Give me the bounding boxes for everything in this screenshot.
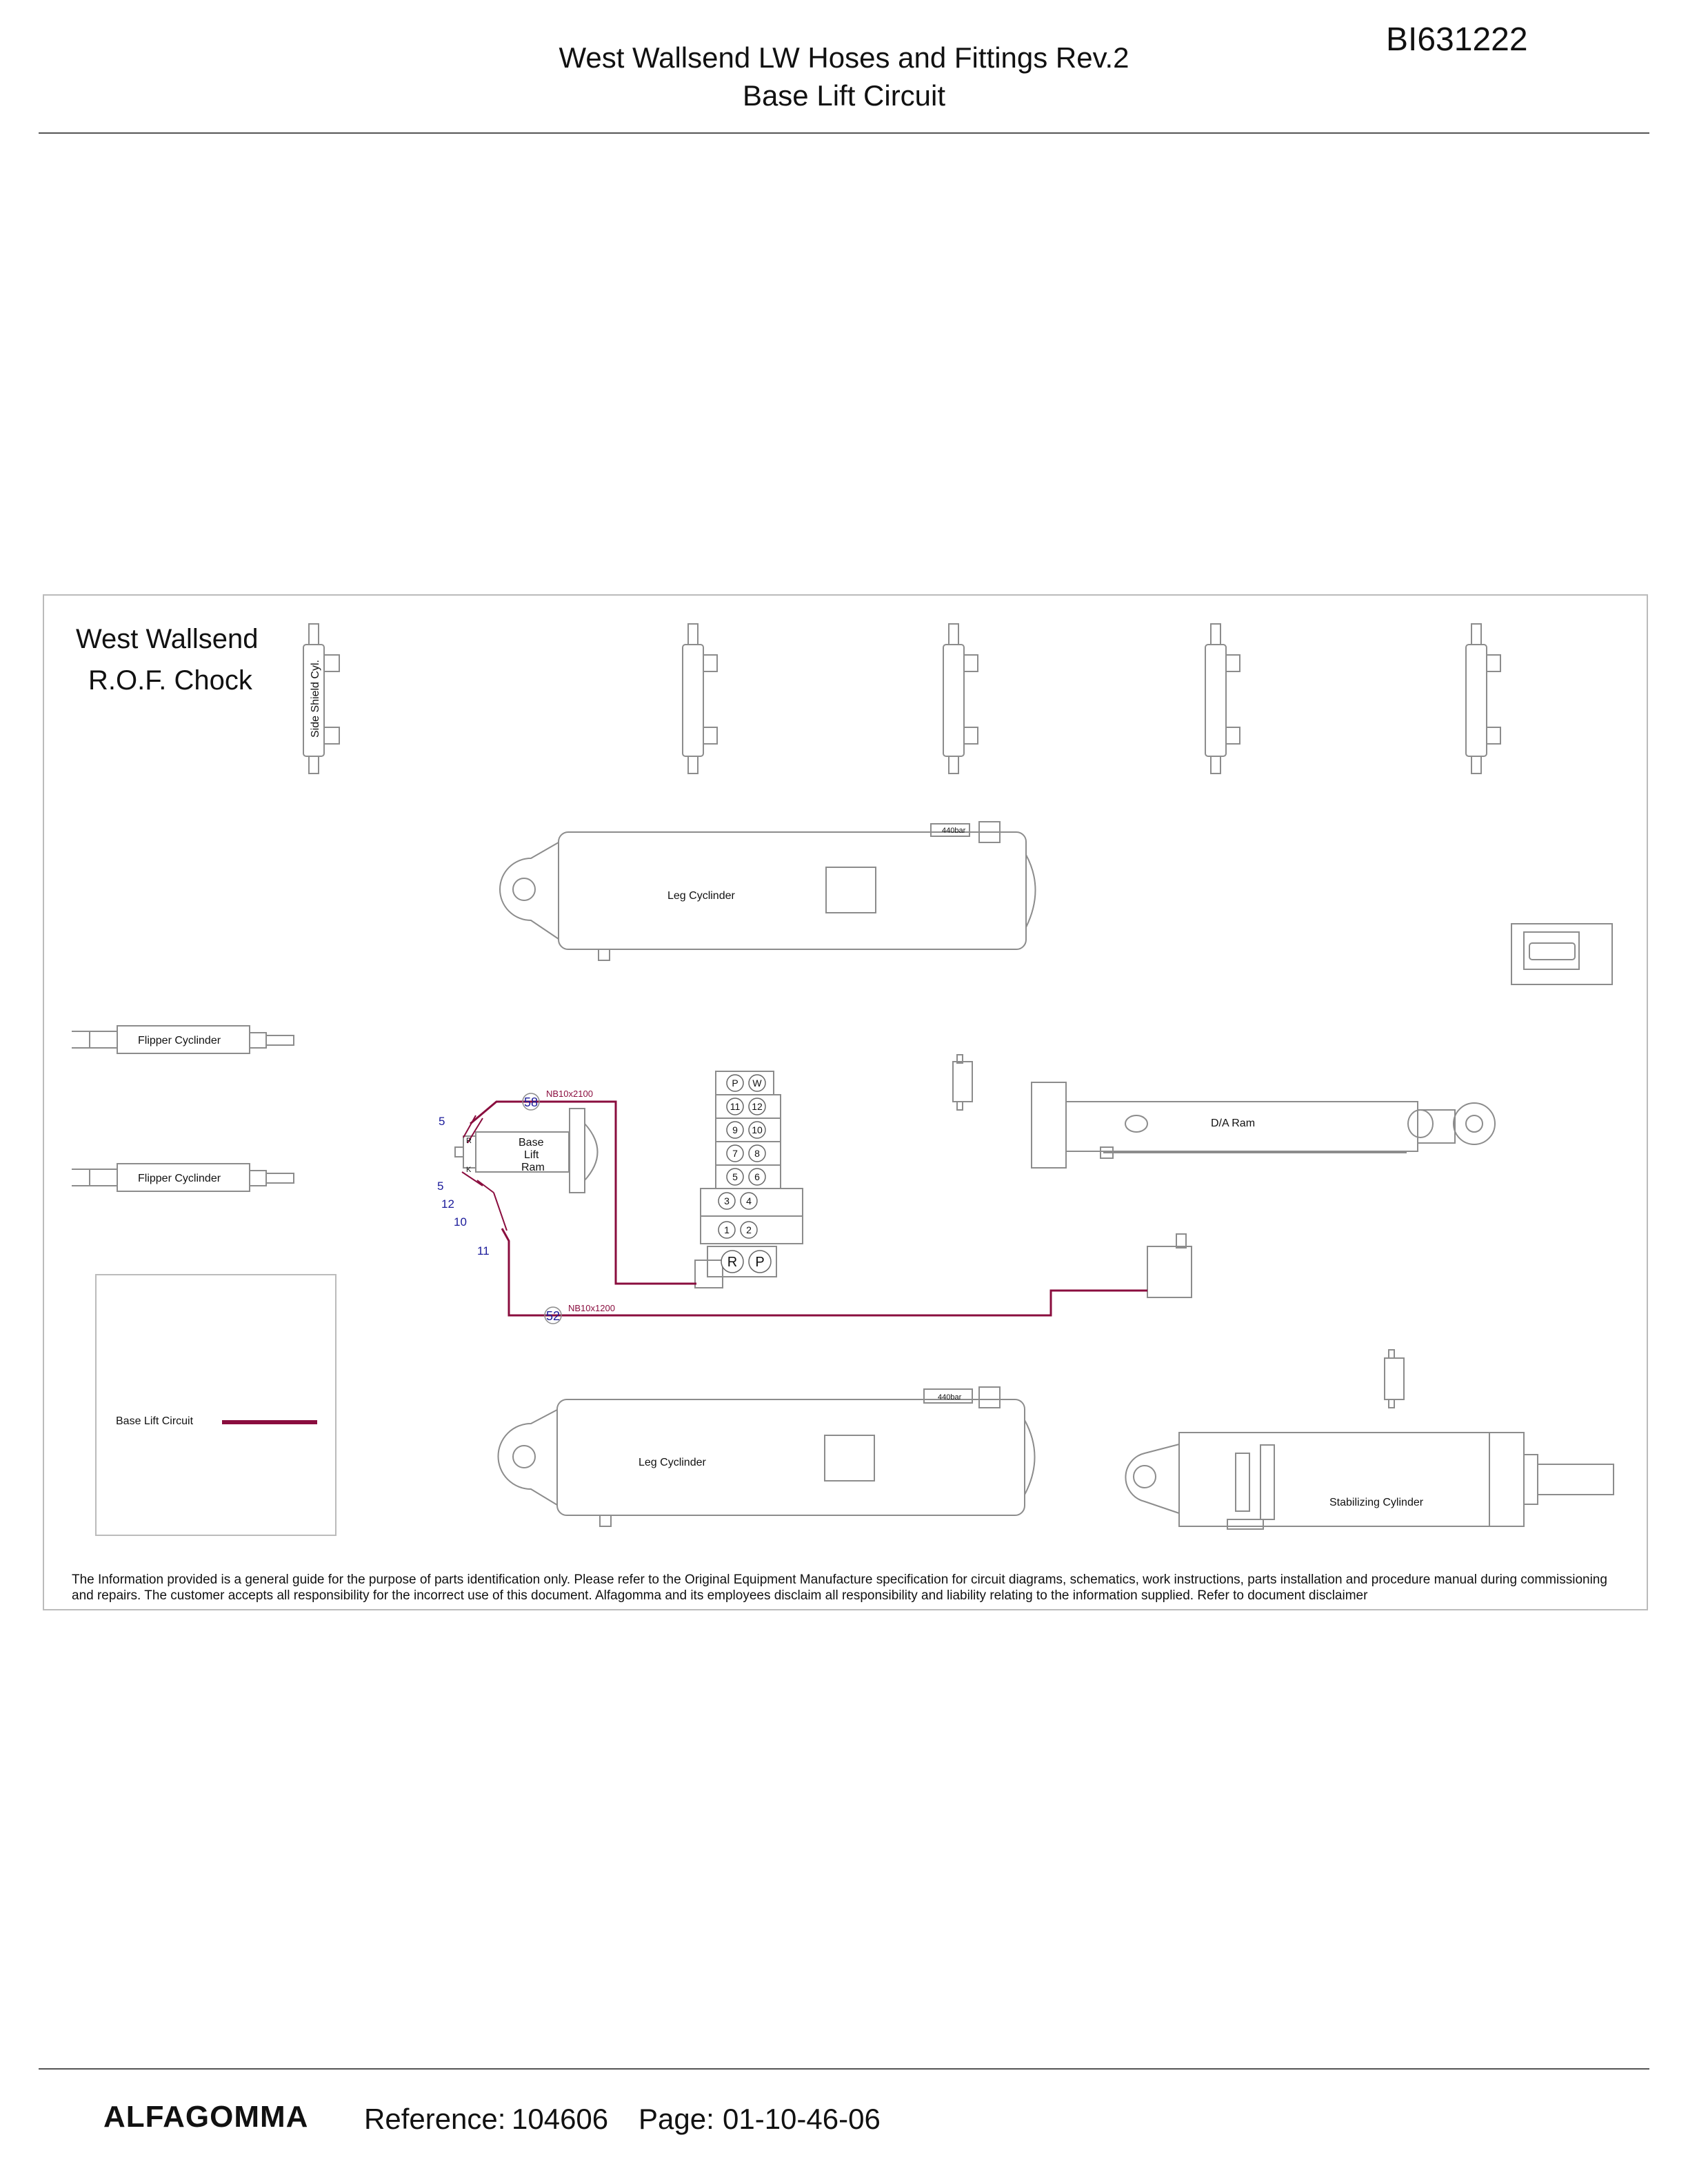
legend-swatch: [222, 1420, 317, 1424]
page-label: Page:: [639, 2103, 714, 2135]
reference-label: Reference:: [364, 2103, 506, 2135]
valve-port-w: W: [752, 1078, 762, 1089]
document-title: West Wallsend LW Hoses and Fittings Rev.…: [559, 41, 1129, 74]
side-shield-label: Side Shield Cyl.: [310, 660, 321, 738]
ram-port-r: R: [466, 1137, 472, 1145]
callout-fitting-5-upper: 5: [439, 1115, 445, 1128]
chock-type: R.O.F. Chock: [88, 665, 252, 696]
fitting-lower: [461, 1171, 508, 1231]
callout-fitting-12: 12: [441, 1197, 454, 1211]
leg-cylinder-bottom: [497, 1386, 1036, 1527]
base-lift-ram-label-2: Lift: [524, 1149, 539, 1161]
base-lift-ram-label-1: Base: [519, 1137, 544, 1149]
base-lift-ram: [454, 1108, 599, 1193]
manifold-block: [1147, 1233, 1192, 1298]
valve-port-2: 2: [746, 1224, 752, 1235]
hose-52: [501, 1228, 1147, 1317]
hose-58-spec: NB10x2100: [546, 1089, 593, 1099]
base-lift-ram-label-3: Ram: [521, 1162, 545, 1173]
footer-divider: [39, 2068, 1649, 2070]
mounting-bracket: [1511, 923, 1613, 985]
valve-port-11: 11: [730, 1101, 741, 1112]
side-shield-cylinder: [303, 623, 340, 774]
page-value: 01-10-46-06: [723, 2103, 881, 2135]
valve-port-p-bottom: P: [755, 1255, 764, 1270]
reference-value: 104606: [512, 2103, 609, 2135]
leg-bottom-pressure: 440bar: [938, 1393, 962, 1402]
valve-port-5: 5: [732, 1171, 738, 1182]
flipper-2-label: Flipper Cyclinder: [138, 1173, 221, 1184]
valve-port-7: 7: [732, 1148, 738, 1159]
callout-fitting-5-lower: 5: [437, 1180, 443, 1193]
brand-logo: ALFAGOMMA: [103, 2100, 309, 2134]
stabilizing-label: Stabilizing Cylinder: [1329, 1497, 1424, 1508]
hose-58: [470, 1100, 696, 1285]
valve-port-3: 3: [724, 1195, 730, 1206]
valve-port-r: R: [727, 1255, 737, 1270]
da-ram: [1031, 1082, 1496, 1169]
valve-port-p: P: [732, 1078, 738, 1089]
check-valve-upper: [952, 1054, 973, 1111]
flipper-cylinder-2: [72, 1163, 294, 1192]
hose-52-tag: [544, 1306, 562, 1324]
hose-52-number: 52: [546, 1309, 560, 1323]
check-valve-lower: [1384, 1349, 1405, 1408]
valve-bank: [694, 1071, 803, 1288]
da-ram-label: D/A Ram: [1211, 1118, 1255, 1129]
document-subtitle: Base Lift Circuit: [742, 79, 946, 112]
valve-port-10: 10: [752, 1124, 763, 1135]
valve-port-4: 4: [746, 1195, 752, 1206]
header-divider: [39, 132, 1649, 134]
chock-name: West Wallsend: [76, 624, 259, 654]
leg-top-pressure: 440bar: [942, 827, 966, 835]
valve-port-8: 8: [754, 1148, 760, 1159]
ram-port-k: K: [466, 1166, 472, 1174]
hose-58-tag: [522, 1093, 540, 1111]
fitting-upper: [463, 1115, 483, 1144]
hose-52-spec: NB10x1200: [568, 1303, 615, 1313]
document-number: BI631222: [1386, 21, 1528, 58]
leg-cylinder-bottom-label: Leg Cyclinder: [639, 1457, 707, 1468]
valve-port-1: 1: [724, 1224, 730, 1235]
leg-cylinder-top: [499, 821, 1036, 961]
flipper-cylinder-1: [72, 1025, 294, 1054]
flipper-1-label: Flipper Cyclinder: [138, 1035, 221, 1046]
top-cylinder-3: [943, 623, 978, 774]
callout-fitting-10: 10: [454, 1215, 467, 1228]
valve-port-12: 12: [752, 1101, 763, 1112]
hose-58-number: 58: [524, 1095, 538, 1109]
valve-port-9: 9: [732, 1124, 738, 1135]
valve-port-6: 6: [754, 1171, 760, 1182]
disclaimer-text: The Information provided is a general gu…: [72, 1573, 1607, 1603]
legend-label: Base Lift Circuit: [116, 1415, 194, 1427]
top-cylinder-4: [1205, 623, 1240, 774]
diagram-frame: [43, 594, 1648, 1610]
top-cylinder-5: [1465, 623, 1501, 774]
stabilizing-cylinder: [1125, 1432, 1614, 1530]
top-cylinder-2: [682, 623, 718, 774]
callout-fitting-11: 11: [477, 1244, 490, 1257]
legend-box: [95, 1274, 336, 1536]
leg-cylinder-top-label: Leg Cyclinder: [667, 890, 736, 902]
